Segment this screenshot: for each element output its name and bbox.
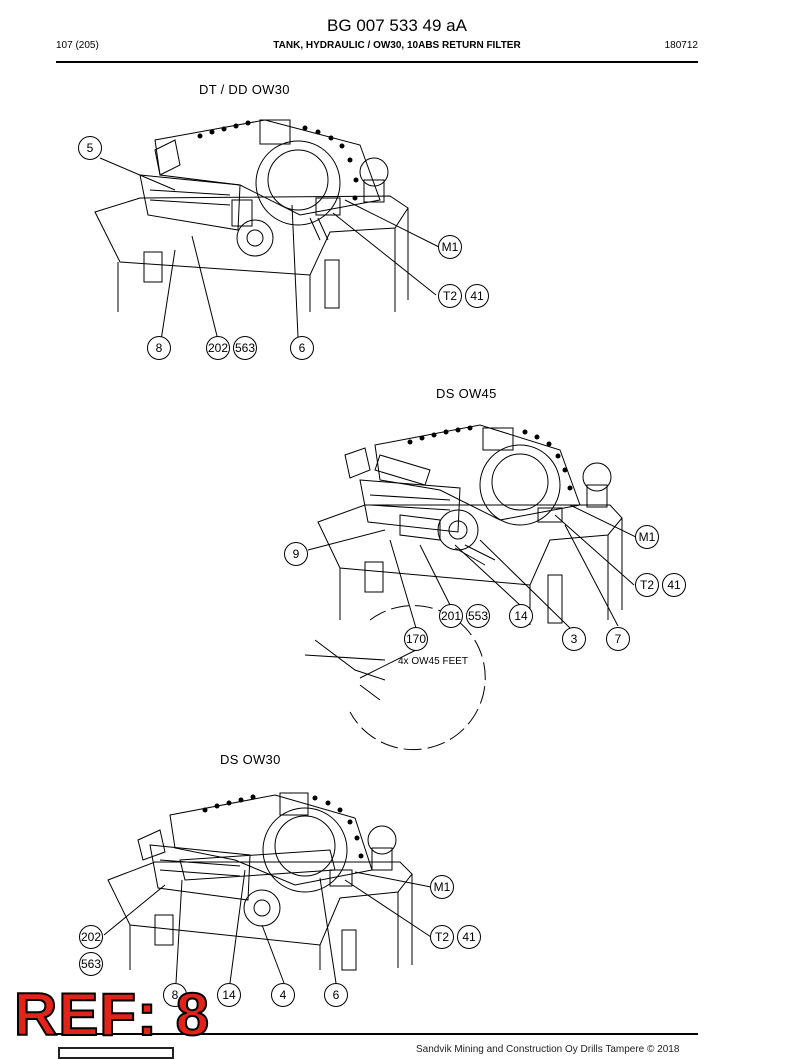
detail-circle: [349, 605, 486, 751]
page-number: 107 (205): [56, 40, 99, 51]
leader-lines-view1: [99, 157, 440, 348]
callout[interactable]: M1: [635, 525, 659, 549]
company-logo: [58, 1047, 174, 1059]
callout[interactable]: 6: [290, 336, 314, 360]
footer-copyright: Sandvik Mining and Construction Oy Drill…: [416, 1044, 680, 1055]
leader-lines-view3: [103, 869, 432, 984]
view-title-dt-dd-ow30: DT / DD OW30: [199, 82, 290, 97]
callout[interactable]: 41: [457, 925, 481, 949]
leader-170: [359, 649, 417, 679]
tank-drawing-dt-dd-ow30: [94, 119, 409, 312]
header-rule: [56, 61, 698, 63]
callout[interactable]: 14: [509, 604, 533, 628]
footer-rule: [56, 1033, 698, 1035]
view-title-ds-ow45: DS OW45: [436, 386, 497, 401]
tank-drawing-ds-ow30: [107, 792, 413, 971]
callout[interactable]: 8: [147, 336, 171, 360]
detail-foot: [304, 639, 386, 701]
callout[interactable]: 6: [324, 983, 348, 1007]
view-title-ds-ow30: DS OW30: [220, 752, 281, 767]
callout[interactable]: T2: [438, 284, 462, 308]
callout[interactable]: 553: [466, 604, 490, 628]
callout[interactable]: 201: [439, 604, 463, 628]
callout[interactable]: 4: [271, 983, 295, 1007]
callout[interactable]: 3: [562, 627, 586, 651]
leader-lines-view2: [307, 504, 637, 629]
callout[interactable]: 202: [206, 336, 230, 360]
callout[interactable]: 41: [662, 573, 686, 597]
callout[interactable]: T2: [635, 573, 659, 597]
callout[interactable]: 9: [284, 542, 308, 566]
callout[interactable]: T2: [430, 925, 454, 949]
document-date: 180712: [664, 40, 698, 51]
page-title: TANK, HYDRAULIC / OW30, 10ABS RETURN FIL…: [273, 40, 521, 51]
callout[interactable]: 563: [233, 336, 257, 360]
callout[interactable]: M1: [430, 875, 454, 899]
callout[interactable]: 41: [465, 284, 489, 308]
callout[interactable]: 563: [79, 952, 103, 976]
callout[interactable]: M1: [438, 235, 462, 259]
detail-note: 4x OW45 FEET: [398, 656, 469, 667]
callout[interactable]: 8: [163, 983, 187, 1007]
document-code: BG 007 533 49 aA: [327, 16, 467, 35]
tank-drawing-ds-ow45: [317, 424, 623, 625]
callout[interactable]: 7: [606, 627, 630, 651]
callout[interactable]: 5: [78, 136, 102, 160]
callout[interactable]: 14: [217, 983, 241, 1007]
callout[interactable]: 202: [79, 925, 103, 949]
callout[interactable]: 170: [404, 627, 428, 651]
ref-stamp: REF: 8: [13, 981, 211, 1048]
